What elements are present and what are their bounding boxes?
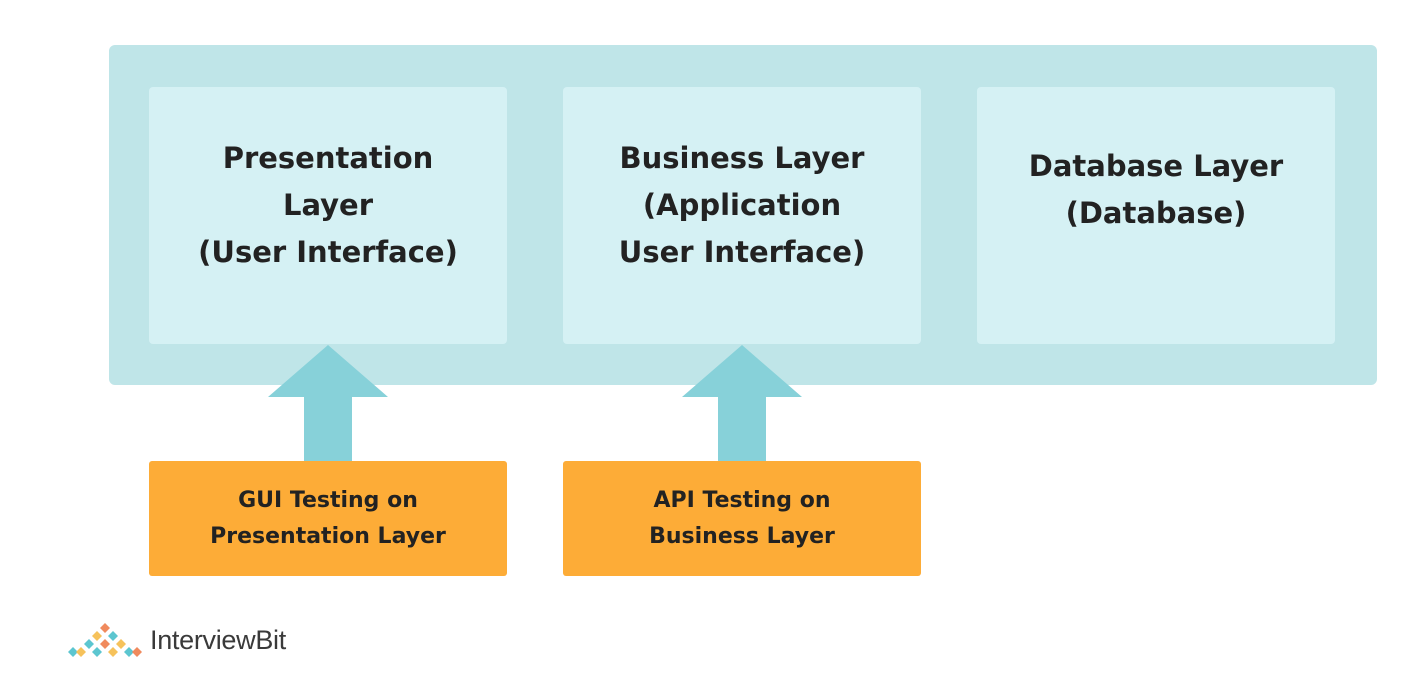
business-layer-box: Business Layer (Application User Interfa… (563, 87, 921, 344)
brand-name: InterviewBit (150, 624, 286, 655)
presentation-layer-box: Presentation Layer (User Interface) (149, 87, 507, 344)
presentation-layer-label: Presentation Layer (User Interface) (198, 141, 458, 269)
database-layer-label: Database Layer (Database) (1028, 148, 1284, 230)
database-layer-box: Database Layer (Database) (977, 87, 1335, 344)
up-arrow-icon (268, 345, 388, 463)
up-arrow-icon (682, 345, 802, 463)
business-layer-label: Business Layer (Application User Interfa… (618, 141, 866, 269)
gui-testing-label: GUI Testing on Presentation Layer (210, 487, 446, 549)
api-testing-label: API Testing on Business Layer (649, 487, 835, 549)
api-testing-box: API Testing on Business Layer (563, 461, 921, 576)
interviewbit-logo: InterviewBit (66, 620, 286, 660)
diamond-cluster-icon (68, 623, 142, 657)
gui-testing-box: GUI Testing on Presentation Layer (149, 461, 507, 576)
